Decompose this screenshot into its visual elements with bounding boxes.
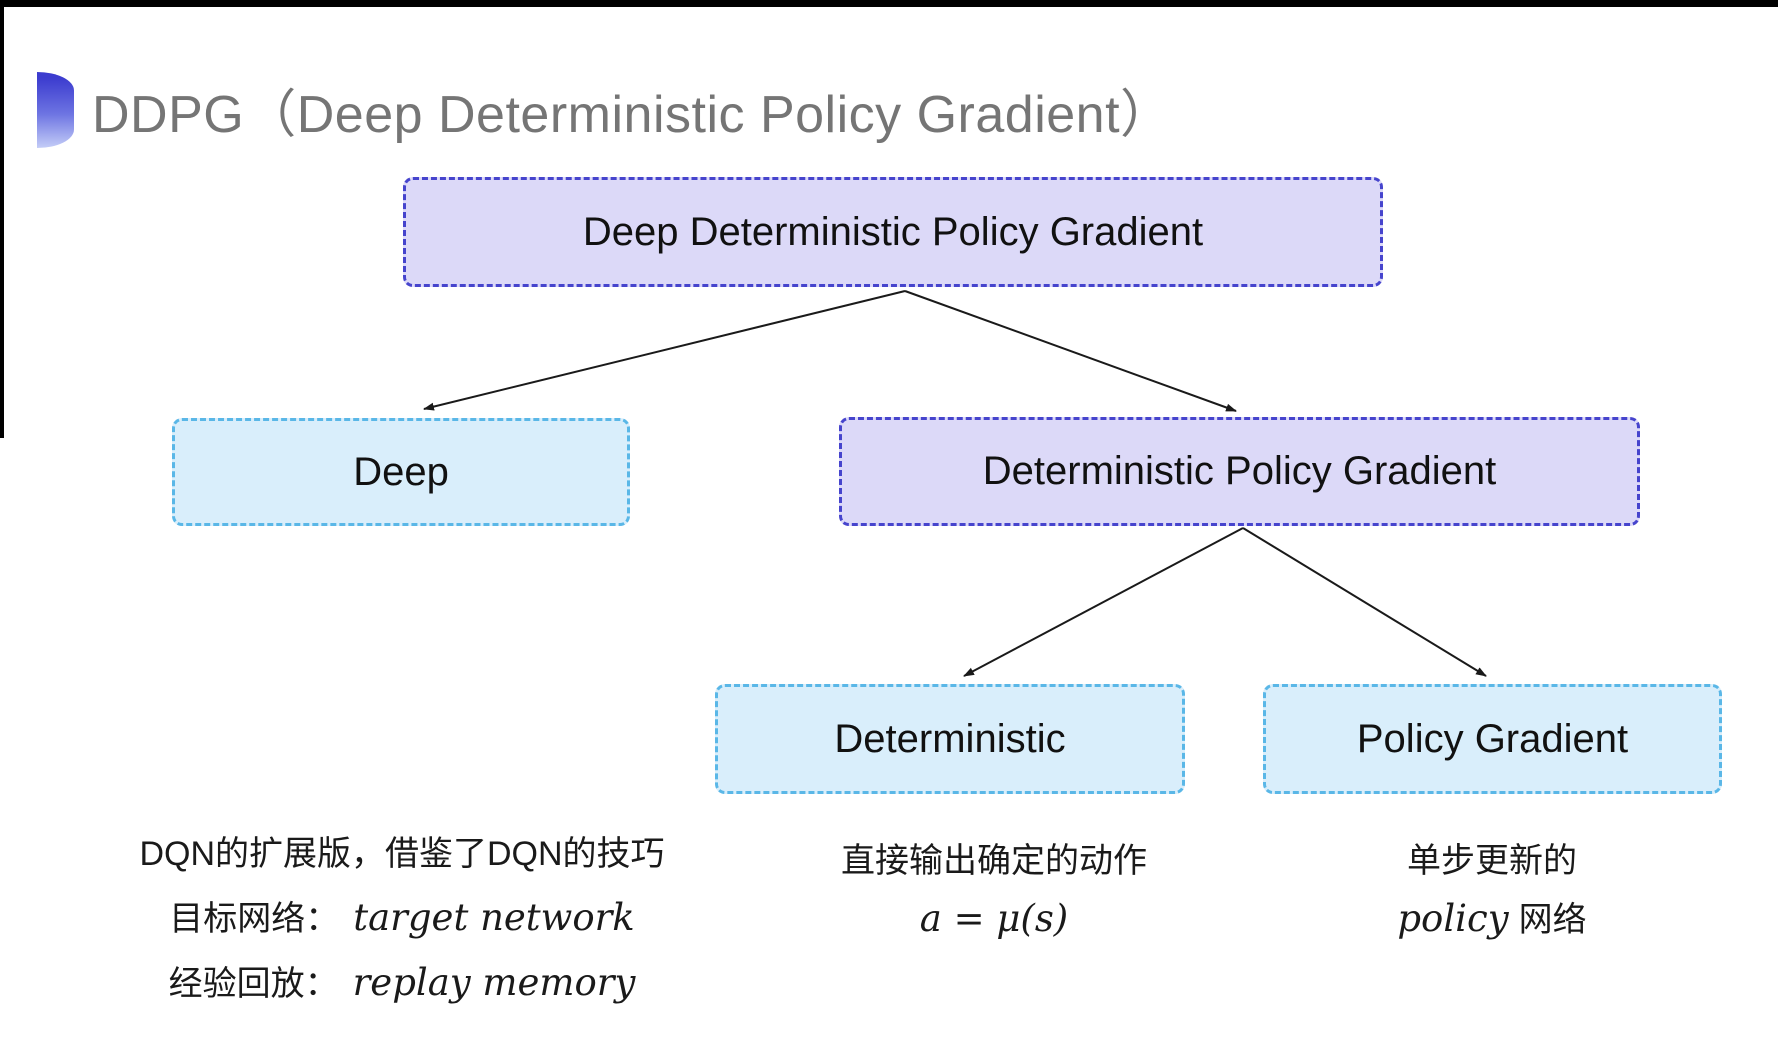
- edge-dpg-deterministic: [963, 527, 1244, 677]
- slide-title: DDPG（Deep Deterministic Policy Gradient）: [92, 86, 1173, 144]
- note-dqn-extension: DQN的扩展版，借鉴了DQN的技巧 目标网络：target network 经验…: [52, 826, 752, 1019]
- note-line-action: 直接输出确定的动作: [841, 842, 1147, 880]
- node-deep: Deep: [172, 418, 630, 526]
- node-deep-deterministic-policy-gradient: Deep Deterministic Policy Gradient: [403, 177, 1383, 287]
- node-policy-gradient: Policy Gradient: [1263, 684, 1722, 794]
- note-deterministic-action: 直接输出确定的动作 a = μ(s): [694, 836, 1294, 952]
- window-left-border: [0, 0, 4, 438]
- note-line-formula: a = μ(s): [919, 897, 1069, 940]
- title-bullet-icon: [37, 72, 74, 148]
- node-deterministic-policy-gradient: Deterministic Policy Gradient: [839, 417, 1640, 526]
- node-deterministic: Deterministic: [715, 684, 1185, 794]
- edge-ddpg-dpg: [904, 290, 1237, 412]
- note-line-target-network: 目标网络：target network: [169, 896, 635, 939]
- window-top-border: [0, 0, 1778, 7]
- note-line-single-step: 单步更新的: [1407, 842, 1577, 880]
- note-line-replay-memory: 经验回放：replay memory: [168, 961, 636, 1004]
- note-line-dqn: DQN的扩展版，借鉴了DQN的技巧: [139, 835, 665, 873]
- edge-dpg-policy-gradient: [1242, 527, 1487, 677]
- edge-ddpg-deep: [423, 290, 906, 411]
